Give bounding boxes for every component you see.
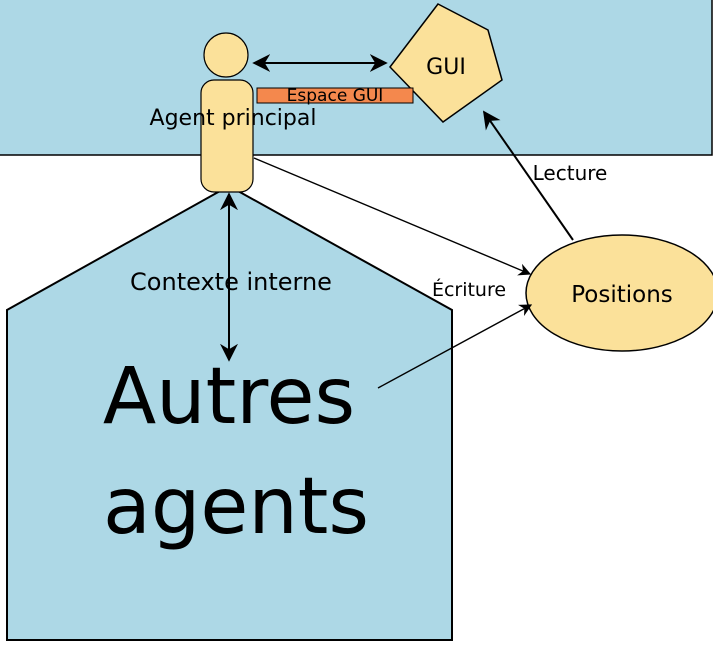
agent-principal-label: Agent principal [150, 106, 317, 131]
agent-positions-arrow [253, 157, 532, 276]
agent-head [203, 32, 249, 78]
positions-ellipse [525, 234, 713, 352]
ecriture-label: Écriture [432, 278, 506, 301]
espace-gui-label: Espace GUI [287, 86, 384, 106]
agent-body [200, 79, 254, 193]
gui-label: GUI [426, 55, 466, 80]
lecture-arrow [482, 110, 574, 241]
gui-pentagon [389, 3, 503, 123]
autres-agents-region [6, 184, 453, 641]
autres-agents-line1: Autres [103, 352, 355, 442]
positions-label: Positions [571, 282, 673, 308]
gui-region [0, 0, 713, 156]
espace-gui-bar [256, 87, 414, 104]
autres-agents-line2: agents [103, 462, 369, 552]
lecture-label: Lecture [533, 161, 608, 185]
contexte-interne-label: Contexte interne [130, 268, 332, 296]
autres-positions-arrow [377, 304, 533, 389]
